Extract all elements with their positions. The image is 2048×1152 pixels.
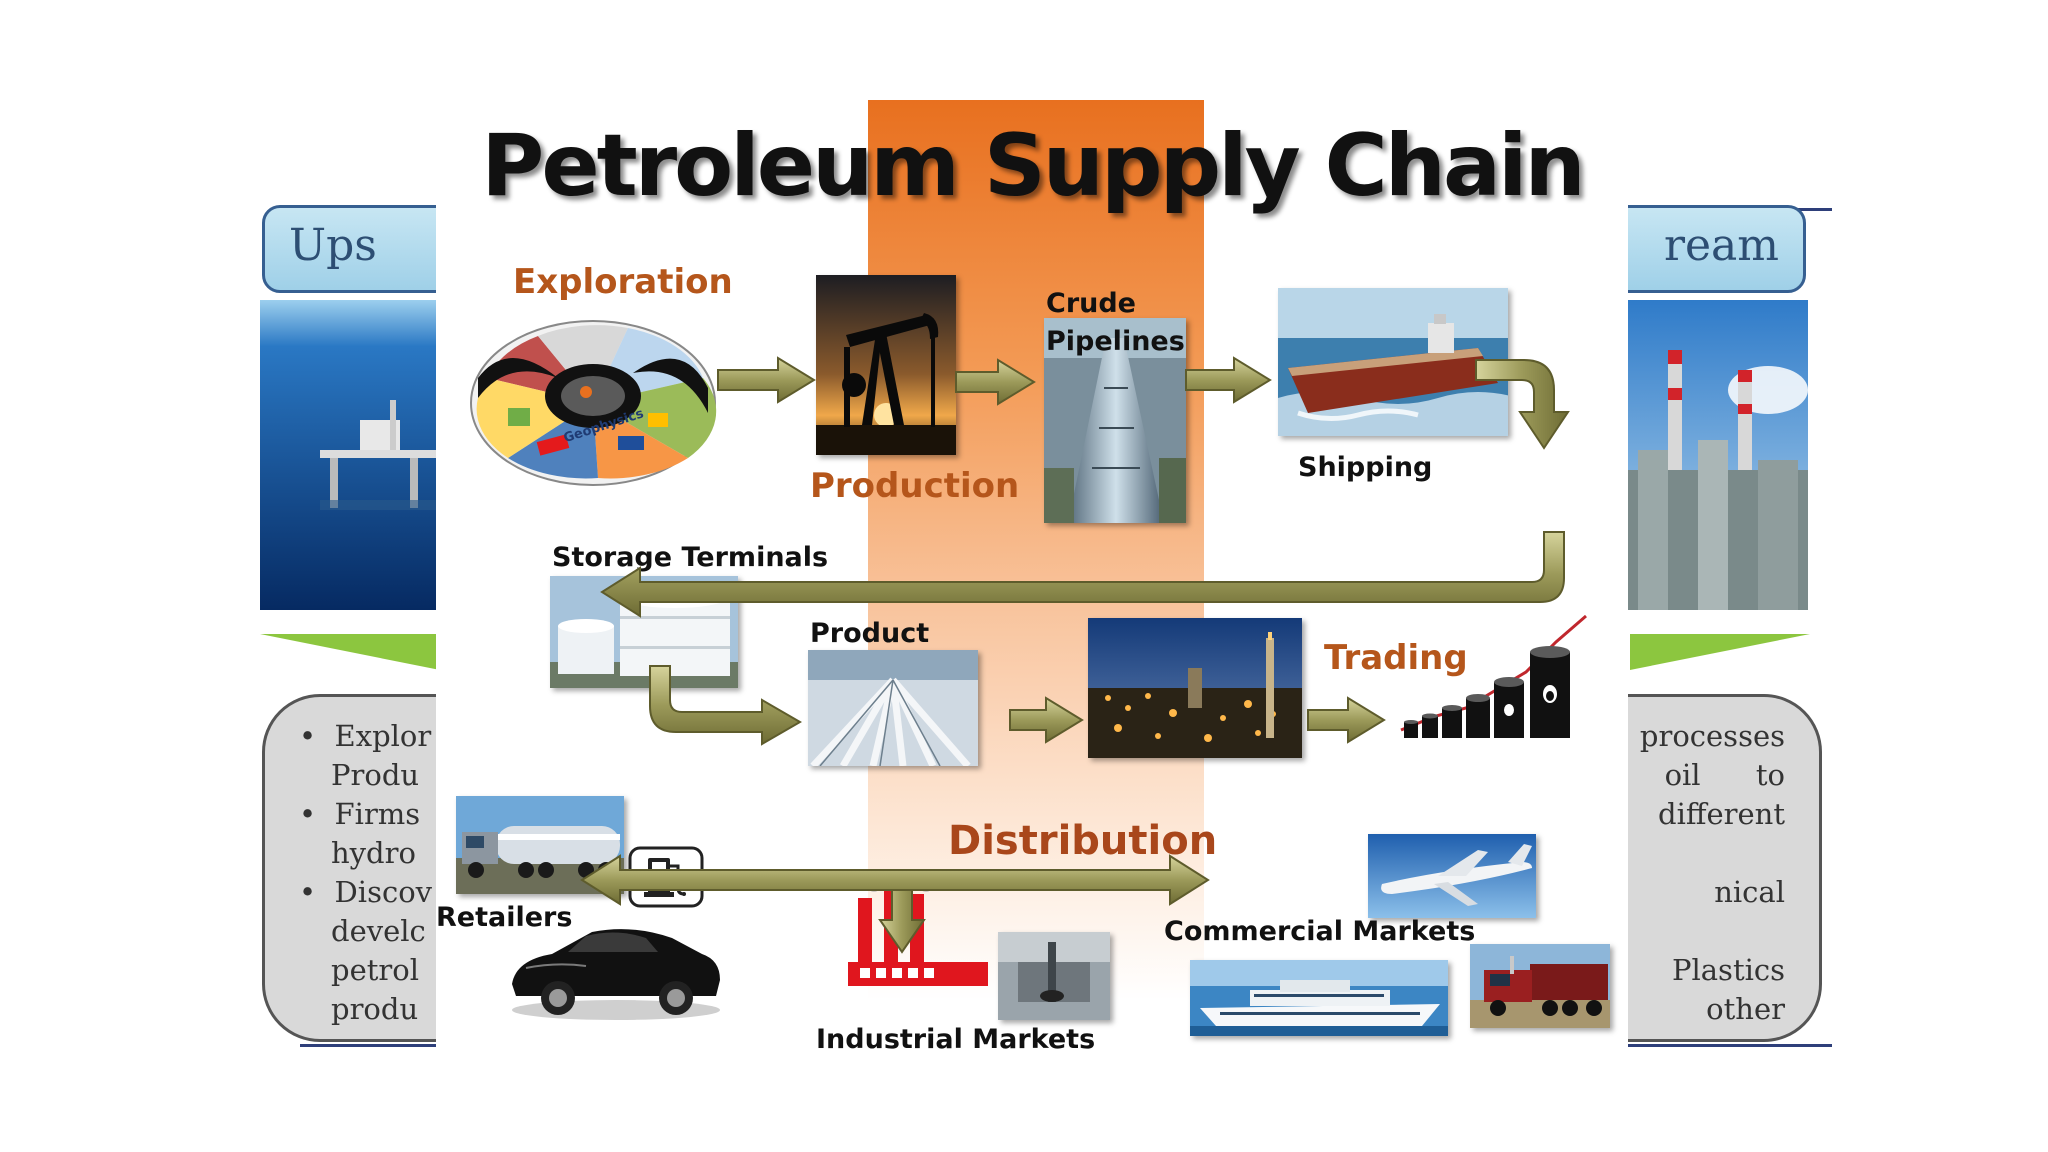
arrow-exploration-to-production [717,356,816,404]
bg-right-line-5: nical [1714,875,1785,909]
page-title: Petroleum Supply Chain [481,116,1585,216]
arrow-shipping-down [1475,359,1570,450]
bg-bullet-1-line2: Produ [331,758,420,792]
semi-truck-photo [1470,944,1610,1028]
background-green-chevron [260,634,1810,670]
car-image [506,906,724,1022]
flow-arrows [580,356,1570,954]
refinery-photo [1628,300,1808,610]
shipping-label: Shipping [1298,452,1433,483]
background-bottom-line-left [300,1044,440,1047]
bg-bullet-2-line2: hydro [331,836,416,870]
commercial-markets-label: Commercial Markets [1164,916,1476,947]
arrow-storage-to-product [649,665,802,746]
airplane-photo [1368,834,1536,918]
pumpjack-photo [816,275,956,455]
bg-right-line-8: other [1706,992,1785,1026]
bg-right-line-3: different [1658,797,1785,831]
arrow-crude-to-shipping [1185,356,1272,404]
bg-bullet-3-line4: produ [331,992,419,1026]
background-left-tab-text: Ups [289,220,377,271]
bg-bullet-3-line2: develc [331,914,426,948]
crude-label-line2: Pipelines [1046,326,1185,357]
refinery-night-photo [1088,618,1302,758]
bg-right-line-1: processes [1639,719,1785,753]
trading-barrels-image [1396,612,1596,742]
midstream-highlight-band [868,100,1204,1000]
product-label: Product [810,618,930,649]
crude-pipeline-photo [1044,318,1186,523]
geophysics-wheel-image: Geophysics [468,318,718,488]
industrial-markets-label: Industrial Markets [816,1024,1096,1055]
bg-bullet-3: • Discov [299,875,433,909]
bg-bullet-2: • Firms [299,797,421,831]
background-bottom-line-right [1620,1044,1832,1047]
arrow-production-to-crude [955,358,1036,406]
arrow-return-to-storage [600,531,1565,618]
exploration-label: Exploration [513,262,733,302]
arrow-refinery-to-trading [1307,696,1386,744]
production-label: Production [810,466,1020,506]
background-right-tab-text: ream [1663,220,1779,271]
trading-label: Trading [1324,638,1468,678]
arrow-product-to-refinery [1009,696,1084,744]
storage-terminals-label: Storage Terminals [552,542,829,573]
tanker-ship-photo [1278,288,1508,436]
background-left-tab: Ups [262,205,462,293]
supply-chain-slide: Petroleum Supply Chain Exploration Geoph… [436,0,1628,1152]
offshore-platform-photo [260,300,460,610]
crude-label-line1: Crude [1046,288,1136,319]
bg-bullet-3-line3: petrol [331,953,419,987]
arrow-distribution-down [878,889,926,954]
industrial-site-photo [998,932,1110,1020]
bg-right-line-2: oil to [1664,758,1785,792]
product-pipelines-photo [808,650,978,766]
bg-right-line-7: Plastics [1671,953,1785,987]
retailers-label: Retailers [436,902,573,933]
arrow-distribution [580,854,1210,906]
cruise-ship-photo [1190,960,1448,1036]
bg-bullet-1: • Explor [299,719,432,753]
